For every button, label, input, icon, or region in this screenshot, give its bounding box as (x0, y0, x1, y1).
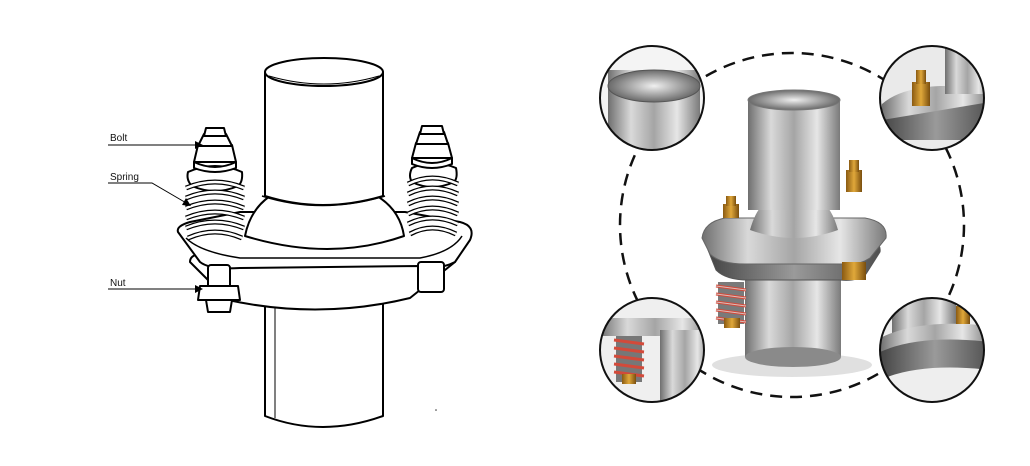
lower-pipe (264, 299, 384, 428)
detail-bolt-nut (880, 46, 984, 150)
detail-spring (600, 298, 704, 402)
left-spring (715, 282, 747, 328)
detail-flange (880, 298, 984, 402)
line-diagram: Bolt Spring Nut (0, 0, 520, 461)
label-spring: Spring (110, 172, 139, 183)
coupling-photo-illustration (599, 45, 985, 403)
dashed-ring (618, 51, 966, 399)
right-bolt-assembly (406, 125, 460, 293)
flange-cone (244, 195, 405, 250)
label-nut: Nut (110, 278, 126, 289)
upper-pipe (264, 71, 384, 206)
left-bolt-assembly (185, 127, 245, 313)
product-photo (520, 0, 1030, 461)
right-spring (842, 262, 866, 280)
label-bolt: Bolt (110, 133, 127, 144)
coupling-line-drawing: Bolt Spring Nut (108, 57, 473, 428)
detail-pipe-end (600, 46, 704, 150)
